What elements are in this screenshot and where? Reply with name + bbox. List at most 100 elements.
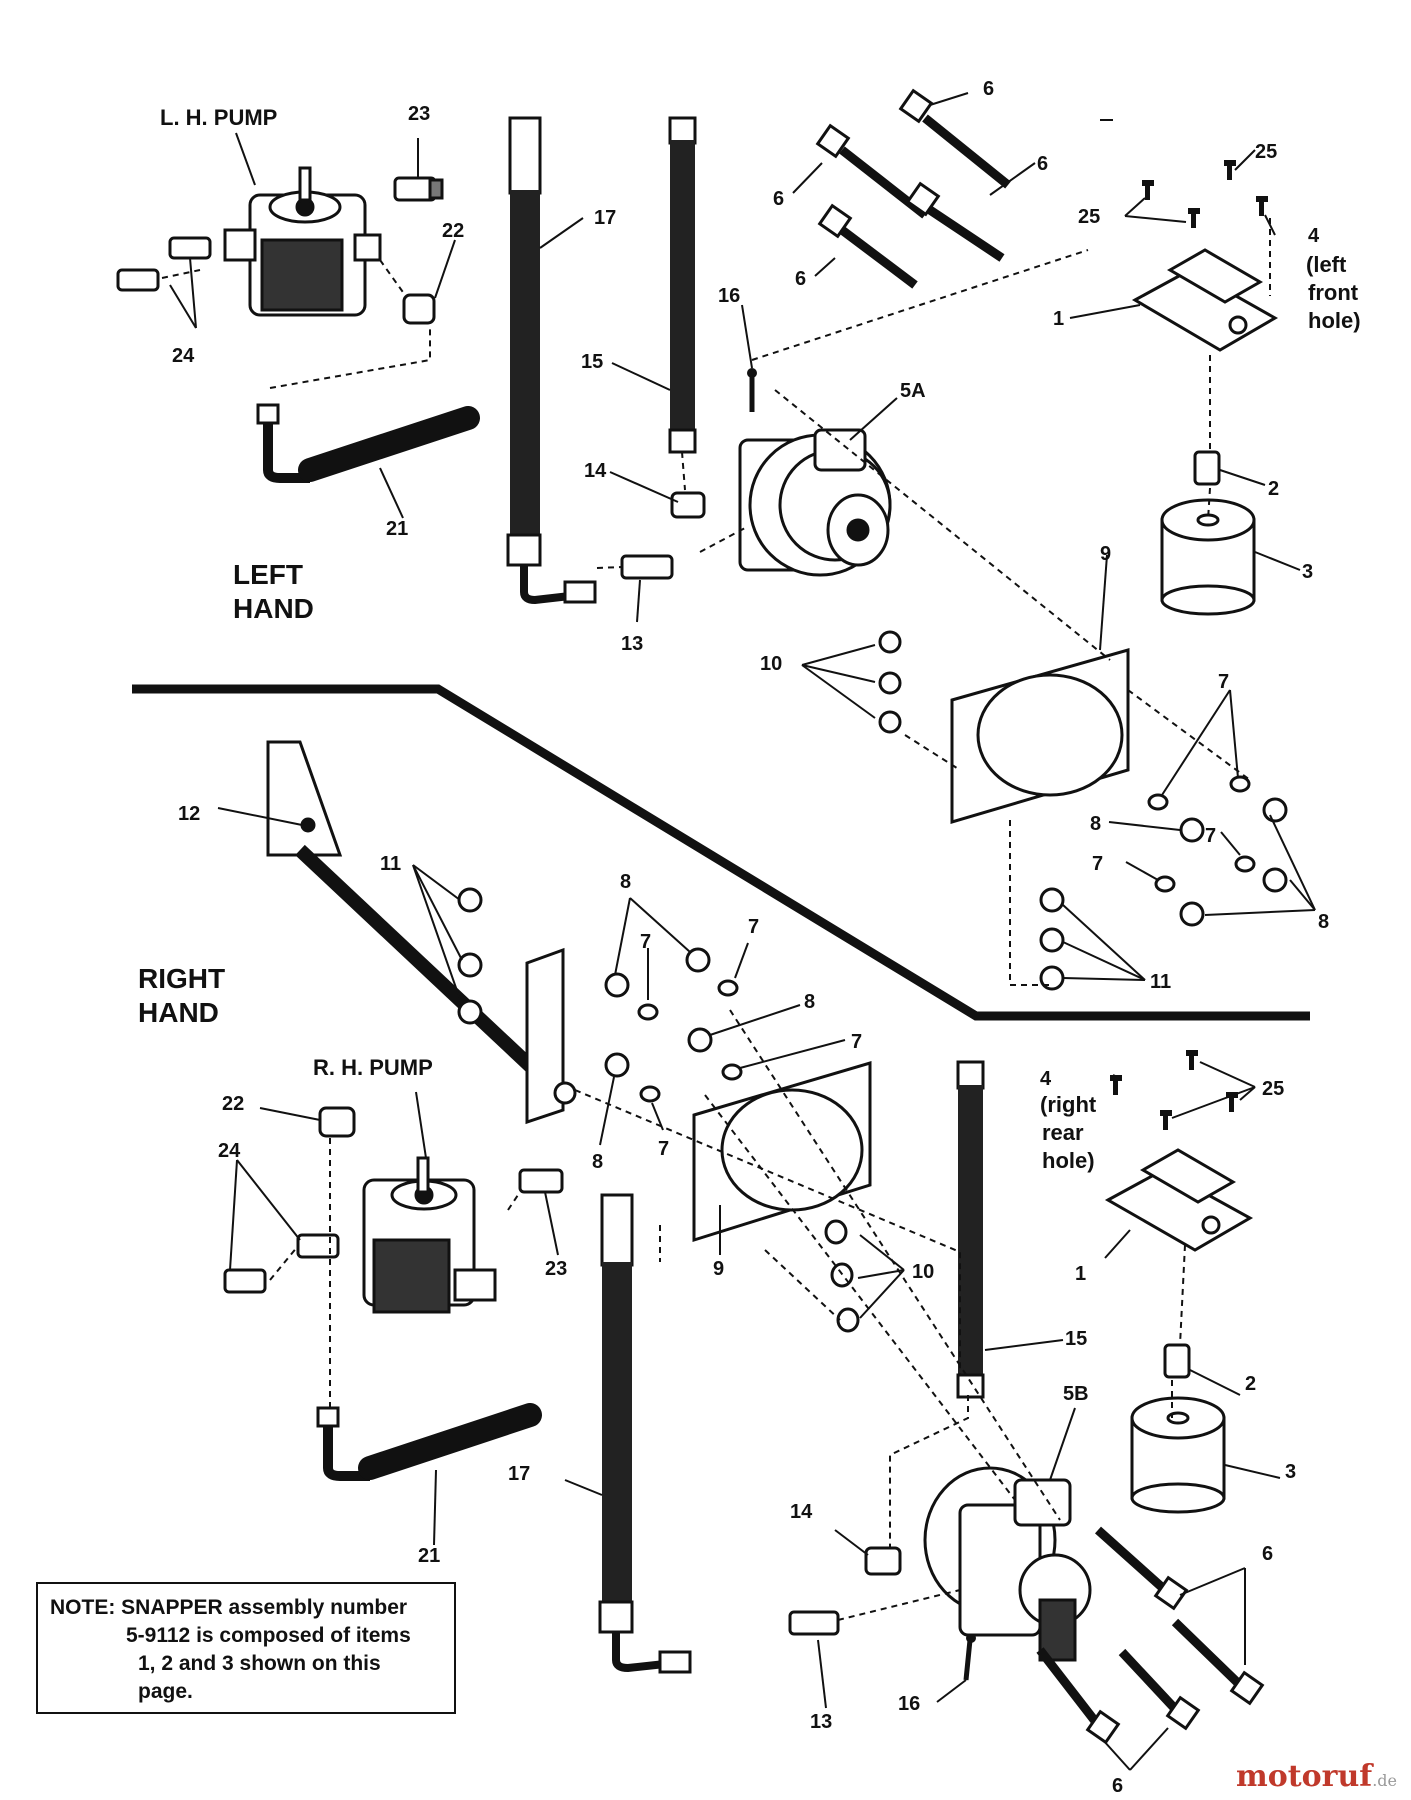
callout-3-lh: 3 [1302,561,1313,583]
leader-lines [169,92,1316,1771]
rh-pump-title: R. H. PUMP [313,1055,433,1080]
section-divider [132,684,1310,1021]
lh-fitting-13 [620,554,674,580]
callout-7-lh-b: 7 [1205,825,1216,847]
callout-13-rh: 13 [810,1711,832,1733]
lh-fitting-14 [670,491,706,519]
rh-bolts-6 [1036,1526,1265,1745]
callout-1-rh: 1 [1075,1263,1086,1285]
callout-7-rh-a: 7 [640,931,651,953]
callout-11-rh: 11 [380,853,401,875]
right-hand-title-line2: HAND [138,997,219,1028]
lh-hose-15 [668,116,697,454]
rh-plate-9 [692,1060,872,1243]
rh-bolts-10 [824,1219,860,1333]
lh-fittings-24 [116,236,212,292]
callout-6-lh-d: 6 [795,268,806,290]
callout-23-lh: 23 [408,103,430,125]
callout-8-rh-a: 8 [620,871,631,893]
rh-pump [362,1156,497,1314]
callout-7-lh-c: 7 [1092,853,1103,875]
callout-10-rh: 10 [912,1261,934,1283]
lh-screw-4 [1256,196,1268,216]
rh-fitting-14 [864,1546,902,1576]
watermark: motoruf.de [1236,1759,1397,1794]
callout-7-lh-a: 7 [1218,671,1229,693]
callout-2-lh: 2 [1268,478,1279,500]
motor-5b [923,1466,1092,1662]
left-front-hole-line2: front [1308,280,1359,305]
note-line-2: 5-9112 is composed of items [126,1624,411,1647]
callout-6-lh-a: 6 [983,78,994,100]
lh-hose-21 [256,403,480,483]
callout-22-lh: 22 [442,220,464,242]
callout-22-rh: 22 [222,1093,244,1115]
lh-plate-9 [950,648,1130,825]
callout-25-rh: 25 [1262,1078,1284,1100]
rh-fitting-23 [518,1168,564,1194]
lh-bracket-1 [1131,248,1279,352]
callout-8-rh-b: 8 [804,991,815,1013]
callout-25-lh-b: 25 [1078,206,1100,228]
callout-8-lh-a: 8 [1090,813,1101,835]
rh-spacer-2 [1163,1343,1191,1379]
lh-bolts-6 [815,88,1011,289]
callout-23-rh: 23 [545,1258,567,1280]
callout-4-rh: 4 [1040,1068,1052,1090]
lh-pump [223,166,382,317]
left-front-hole-line3: hole) [1308,308,1361,333]
callout-8-rh-c: 8 [592,1151,603,1173]
rh-bracket-1 [1104,1148,1254,1252]
callout-24-rh: 24 [218,1140,241,1162]
lh-hose-17 [506,116,597,605]
left-hand-title-line1: LEFT [233,559,303,590]
callout-6-rh-a: 6 [1262,1543,1273,1565]
callout-10-lh: 10 [760,653,782,675]
lh-screws-25 [1142,160,1236,228]
callout-6-lh-b: 6 [1037,153,1048,175]
watermark-text: motoruf [1236,1759,1373,1794]
callout-17-rh: 17 [508,1463,530,1485]
left-front-hole-line1: (left [1306,252,1347,277]
callout-7-rh-d: 7 [658,1138,669,1160]
callout-11-lh: 11 [1150,971,1171,993]
callout-5a: 5A [900,380,926,402]
callout-2-rh: 2 [1245,1373,1256,1395]
rh-hose-21 [316,1403,542,1481]
callout-15-rh: 15 [1065,1328,1087,1350]
watermark-suffix: .de [1372,1771,1397,1790]
rh-hose-17 [598,1193,692,1674]
note-line-4: page. [138,1680,193,1703]
note-line-1: NOTE: SNAPPER assembly number [50,1596,408,1619]
callout-16-rh: 16 [898,1693,920,1715]
lh-fitting-23 [393,176,444,202]
right-rear-hole-line3: hole) [1042,1148,1095,1173]
callout-13-lh: 13 [621,633,643,655]
rh-bolt-16 [963,1633,976,1681]
assembly-note: NOTE: SNAPPER assembly number 5-9112 is … [36,1582,456,1714]
lh-spacer-2 [1193,450,1221,486]
motor-5a [738,428,892,577]
rh-bracket-12 [266,740,577,1125]
rh-screws-25 [1160,1050,1238,1130]
rh-screw-4 [1110,1075,1122,1095]
callout-16-lh: 16 [718,285,740,307]
right-hand-title-line1: RIGHT [138,963,225,994]
lh-fitting-22 [402,293,436,325]
lh-nuts-washers [1039,775,1288,991]
rh-nuts-11 [457,887,483,1025]
lh-bolt-16 [747,368,757,412]
callout-3-rh: 3 [1285,1461,1296,1483]
rh-fitting-22 [318,1106,356,1138]
rh-fittings-24 [223,1233,340,1294]
lh-pump-title: L. H. PUMP [160,105,277,130]
callout-17-lh: 17 [594,207,616,229]
rh-nuts-washers [604,947,743,1103]
assembly-lines [161,218,1271,1621]
callout-7-rh-b: 7 [748,916,759,938]
note-line-3: 1, 2 and 3 shown on this [138,1652,381,1675]
callout-8-lh-b: 8 [1318,911,1329,933]
rh-fitting-13 [788,1610,840,1636]
callout-9-lh: 9 [1100,543,1111,565]
